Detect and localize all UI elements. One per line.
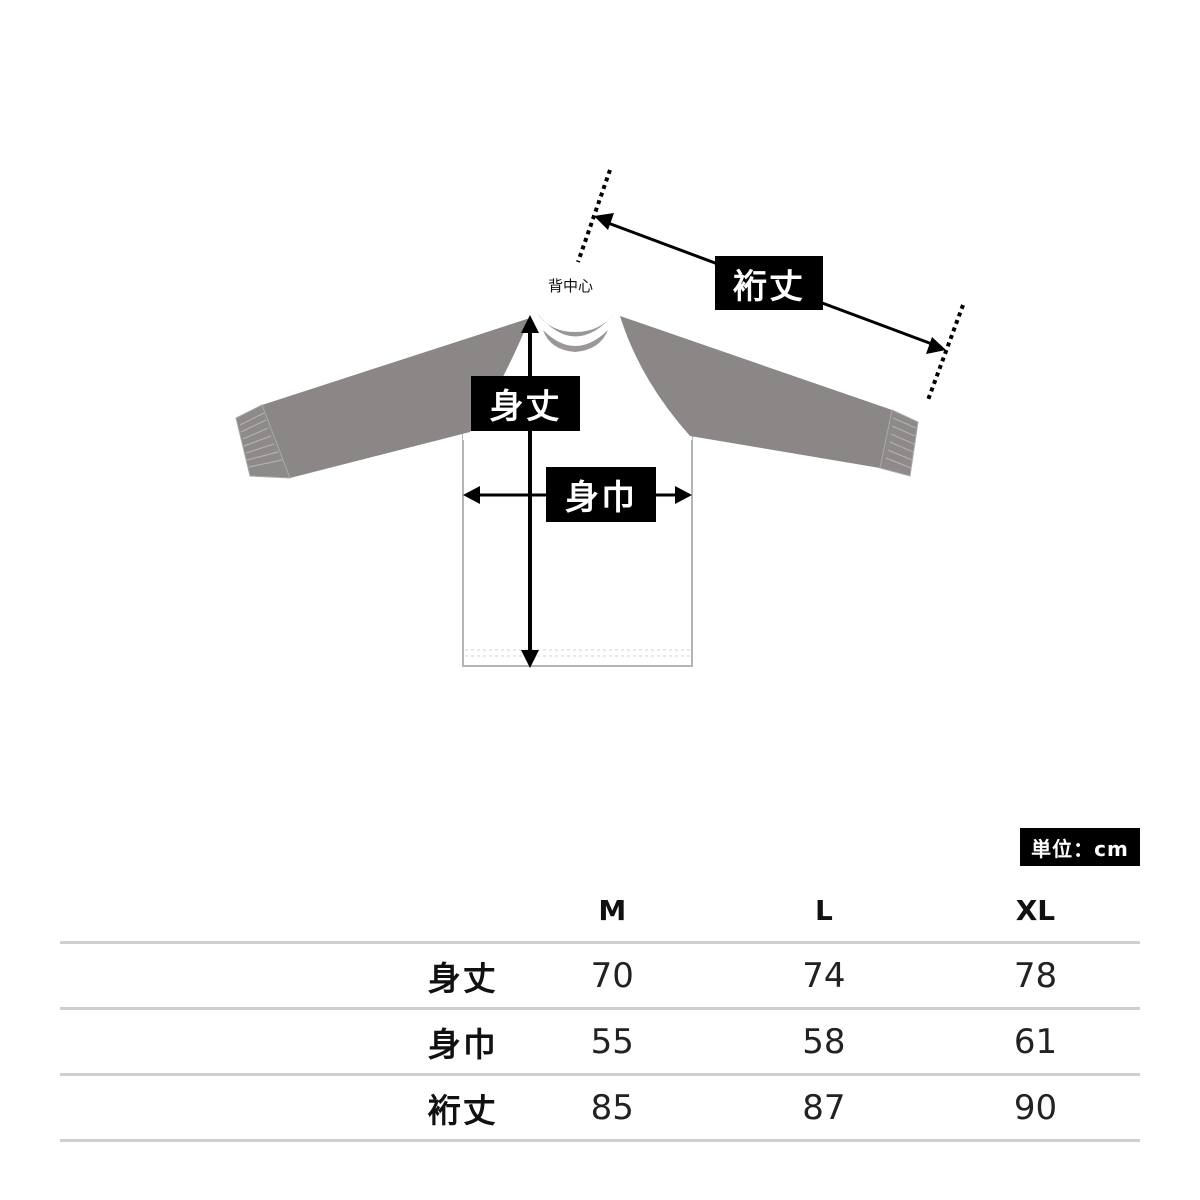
table-row-sleeve-length: 裄丈 85 87 90 <box>60 1074 1140 1141</box>
cell-body-width-l: 58 <box>802 1021 846 1062</box>
table-row-body-length: 身丈 70 74 78 <box>60 942 1140 1009</box>
sleeve-length-label: 裄丈 <box>715 256 823 310</box>
body-width-label: 身巾 <box>546 467 656 522</box>
cell-body-width-xl: 61 <box>1013 1021 1058 1062</box>
row-header-blank <box>60 880 508 943</box>
column-header-l: L <box>814 894 833 927</box>
size-table: M L XL 身丈 70 74 78 身巾 55 58 61 裄丈 85 87 … <box>60 880 1140 1142</box>
back-center-label: 背中心 <box>548 277 594 295</box>
row-label-sleeve-length: 裄丈 <box>427 1090 498 1130</box>
row-label-body-width: 身巾 <box>427 1024 498 1064</box>
column-header-xl: XL <box>1015 894 1056 927</box>
cell-body-length-m: 70 <box>590 955 634 996</box>
cell-sleeve-length-m: 85 <box>590 1087 634 1128</box>
cell-body-length-xl: 78 <box>1013 955 1058 996</box>
body-length-label: 身丈 <box>471 376 580 431</box>
row-label-body-length: 身丈 <box>427 958 498 998</box>
tshirt-illustration <box>235 169 965 668</box>
table-header-row: M L XL <box>60 880 1140 943</box>
unit-badge: 単位：cm <box>1020 828 1140 866</box>
cell-body-width-m: 55 <box>590 1021 634 1062</box>
table-row-body-width: 身巾 55 58 61 <box>60 1008 1140 1075</box>
cell-sleeve-length-l: 87 <box>802 1087 846 1128</box>
column-header-m: M <box>598 894 627 927</box>
cell-sleeve-length-xl: 90 <box>1013 1087 1058 1128</box>
garment-diagram: 背中心 裄丈 身丈 身巾 <box>235 169 965 668</box>
cell-body-length-l: 74 <box>802 955 846 996</box>
